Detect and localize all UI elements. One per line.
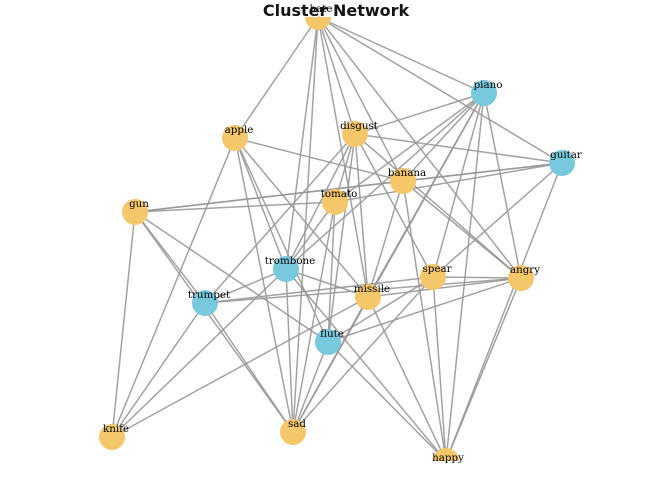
- edge-flute-happy: [327, 341, 447, 462]
- node-flute: [315, 329, 341, 355]
- edge-spear-sad: [292, 276, 434, 433]
- chart-title: Cluster Network: [263, 1, 410, 20]
- node-label-guitar: guitar: [550, 149, 582, 161]
- edge-hate-guitar: [317, 16, 563, 164]
- node-happy: [433, 448, 459, 461]
- node-label-flute: flute: [320, 328, 344, 340]
- edge-hate-disgust: [317, 16, 356, 135]
- node-label-sad: sad: [288, 418, 306, 430]
- edge-disgust-missile: [354, 133, 369, 298]
- edge-tomato-sad: [292, 201, 336, 433]
- edge-banana-angry: [402, 180, 522, 279]
- edge-hate-trombone: [285, 16, 319, 270]
- edge-banana-missile: [367, 180, 404, 298]
- node-label-knife: knife: [103, 423, 129, 435]
- node-hate: [305, 17, 331, 30]
- edge-guitar-spear: [432, 162, 563, 278]
- node-sad: [280, 419, 306, 445]
- edge-angry-flute: [327, 277, 522, 343]
- edge-apple-knife: [111, 137, 236, 438]
- edge-gun-knife: [111, 211, 136, 438]
- edge-guitar-tomato: [334, 162, 563, 203]
- edge-missile-sad: [292, 296, 369, 433]
- edge-disgust-angry: [354, 133, 522, 279]
- edge-missile-knife: [111, 296, 369, 438]
- edge-banana-gun: [134, 180, 404, 213]
- edge-missile-happy: [367, 296, 447, 462]
- node-tomato: [322, 189, 348, 215]
- edge-apple-banana: [234, 137, 404, 182]
- edge-hate-banana: [317, 16, 404, 182]
- edge-trombone-missile: [285, 268, 369, 298]
- edge-disgust-flute: [327, 133, 356, 343]
- node-label-apple: apple: [225, 124, 254, 136]
- node-label-piano: piano: [474, 79, 503, 91]
- node-label-hate: hate: [309, 3, 332, 15]
- labels-layer: hate piano apple disgust guitar banana tomato g…: [103, 3, 582, 464]
- edge-piano-disgust: [354, 92, 485, 135]
- node-trombone: [273, 256, 299, 282]
- edge-angry-happy: [445, 277, 522, 462]
- edge-disgust-guitar: [354, 133, 563, 164]
- edge-trumpet-knife: [111, 302, 206, 438]
- edge-piano-tomato: [334, 92, 485, 203]
- edge-spear-flute: [327, 276, 434, 343]
- node-label-happy: happy: [432, 452, 464, 464]
- edge-hate-apple: [234, 16, 319, 139]
- edge-spear-trumpet: [204, 276, 434, 304]
- node-disgust: [342, 121, 368, 147]
- node-banana: [390, 168, 416, 194]
- edge-piano-spear: [432, 92, 485, 278]
- edge-banana-happy: [402, 180, 447, 462]
- edge-flute-sad: [292, 341, 329, 433]
- edge-spear-happy: [432, 276, 447, 462]
- node-spear: [420, 264, 446, 290]
- edge-piano-angry: [483, 92, 522, 279]
- node-label-gun: gun: [129, 198, 149, 210]
- node-apple: [222, 125, 248, 151]
- node-gun: [122, 199, 148, 225]
- node-missile: [355, 284, 381, 310]
- edge-gun-sad: [134, 211, 294, 433]
- edge-piano-trombone: [285, 92, 485, 270]
- node-label-angry: angry: [510, 264, 540, 276]
- node-knife: [99, 424, 125, 450]
- nodes-layer: [99, 17, 575, 461]
- edge-apple-flute: [234, 137, 329, 343]
- edge-disgust-trombone: [285, 133, 356, 270]
- node-label-disgust: disgust: [340, 120, 379, 132]
- edge-tomato-trombone: [285, 201, 336, 270]
- edge-gun-flute: [134, 211, 329, 343]
- edge-disgust-trumpet: [204, 133, 356, 304]
- edge-tomato-gun: [134, 201, 336, 213]
- edge-angry-missile: [367, 277, 522, 298]
- edge-disgust-spear: [354, 133, 434, 278]
- node-label-tomato: tomato: [321, 188, 358, 200]
- edge-piano-banana: [402, 92, 485, 182]
- node-label-missile: missile: [354, 283, 390, 295]
- edge-trumpet-sad: [204, 302, 294, 433]
- edge-trombone-happy: [285, 268, 447, 462]
- edge-apple-sad: [234, 137, 294, 433]
- edge-spear-angry: [432, 276, 522, 279]
- node-piano: [471, 80, 497, 106]
- edge-apple-trombone: [234, 137, 287, 270]
- node-label-trumpet: trumpet: [188, 289, 231, 301]
- edges-layer: [111, 16, 563, 462]
- node-label-banana: banana: [388, 167, 426, 179]
- edge-apple-missile: [234, 137, 369, 298]
- node-label-spear: spear: [422, 263, 451, 275]
- node-guitar: [549, 150, 575, 176]
- edge-hate-piano: [317, 16, 485, 94]
- edge-trombone-trumpet: [204, 268, 287, 304]
- edge-guitar-happy: [445, 162, 563, 462]
- node-angry: [508, 265, 534, 291]
- edge-hate-angry: [317, 16, 522, 279]
- edge-hate-sad: [292, 16, 319, 433]
- node-label-trombone: trombone: [265, 255, 316, 267]
- node-trumpet: [192, 290, 218, 316]
